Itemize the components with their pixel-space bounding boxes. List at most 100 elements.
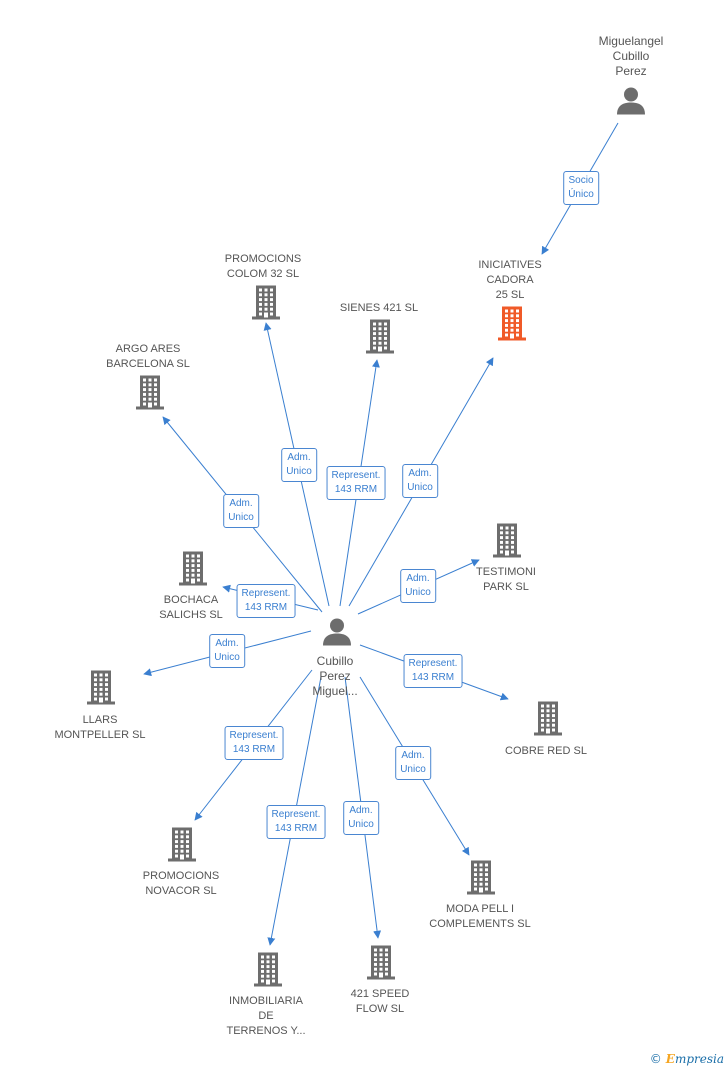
- edge-label[interactable]: Represent.143 RRM: [326, 466, 386, 500]
- edge-label-line: Adm.: [215, 638, 239, 649]
- node-label-line: ARGO ARES: [115, 343, 181, 355]
- node-label-line: INMOBILIARIA: [229, 995, 303, 1007]
- node-label-line: Cubillo: [612, 49, 650, 63]
- edge-label-line: Represent.: [241, 588, 291, 599]
- building-icon: [367, 945, 395, 980]
- empresia-logo[interactable]: ©Empresia: [650, 1052, 724, 1066]
- edge-label[interactable]: Adm.Unico: [402, 464, 438, 498]
- edge-label-line: Unico: [214, 652, 240, 663]
- node-label[interactable]: PROMOCIONS NOVACOR SL: [143, 869, 219, 899]
- node-label-line: CADORA: [486, 274, 534, 286]
- node-label-line: PARK SL: [483, 581, 529, 593]
- edge-label-line: Unico: [286, 466, 312, 477]
- node-label-line: TESTIMONI: [476, 566, 536, 578]
- edge-label-line: Adm.: [349, 805, 373, 816]
- node-label[interactable]: ARGO ARES BARCELONA SL: [106, 342, 190, 372]
- edge-label[interactable]: Represent. 143 RRM: [224, 726, 284, 760]
- node-label-line: Perez: [319, 669, 351, 683]
- edge-label-line: Unico: [407, 482, 433, 493]
- node-inmobiliaria[interactable]: [252, 952, 284, 993]
- person-icon: [617, 87, 645, 115]
- building-icon: [179, 551, 207, 586]
- edge-label[interactable]: Adm. Unico: [209, 634, 245, 668]
- node-label-line: COLOM 32 SL: [226, 268, 300, 280]
- edge-label[interactable]: Adm. Unico: [223, 494, 259, 528]
- node-label-line: Miguel...: [312, 684, 358, 698]
- edge-label-line: Adm.: [229, 498, 253, 509]
- node-iniciatives[interactable]: [496, 306, 528, 347]
- node-label[interactable]: SIENES 421 SL: [340, 301, 418, 316]
- node-label-line: COBRE RED SL: [505, 745, 587, 757]
- node-label-line: NOVACOR SL: [145, 885, 217, 897]
- edge-label-line: Adm.: [401, 750, 425, 761]
- node-label[interactable]: COBRE RED SL: [505, 744, 587, 759]
- edge-label-line: 143 RRM: [232, 744, 276, 755]
- edge-label-line: Represent.: [408, 658, 458, 669]
- edge-label-line: Unico: [228, 512, 254, 523]
- building-icon: [493, 523, 521, 558]
- node-label-line: BARCELONA SL: [106, 358, 190, 370]
- edge-label-line: Socio: [568, 175, 594, 186]
- node-novacor[interactable]: [166, 827, 198, 868]
- node-label-line: FLOW SL: [355, 1003, 405, 1015]
- edge-label-line: Represent.: [229, 730, 279, 741]
- building-icon: [254, 952, 282, 987]
- node-label-line: PROMOCIONS: [142, 870, 220, 882]
- node-promocions-colom[interactable]: [250, 285, 282, 326]
- edge-label[interactable]: Adm. Unico: [343, 801, 379, 835]
- copyright-icon: ©: [649, 1052, 662, 1066]
- node-label-line: SALICHS SL: [159, 609, 223, 621]
- node-label[interactable]: INMOBILIARIA DE TERRENOS Y...: [226, 994, 305, 1039]
- building-icon: [136, 375, 164, 410]
- node-label-line: Cubillo: [316, 654, 354, 668]
- building-icon: [168, 827, 196, 862]
- node-miguelangel[interactable]: [616, 86, 646, 121]
- edge-label-line: 143 RRM: [411, 672, 455, 683]
- node-bochaca[interactable]: [177, 551, 209, 592]
- edge-label[interactable]: Adm. Unico: [400, 569, 436, 603]
- person-icon: [323, 618, 351, 646]
- node-label-line: Miguelangel: [598, 34, 664, 48]
- edge-label[interactable]: Represent. 143 RRM: [403, 654, 463, 688]
- node-label[interactable]: TESTIMONI PARK SL: [476, 565, 536, 595]
- edge-label-line: Unico: [348, 819, 374, 830]
- edge-label-line: Adm.: [406, 573, 430, 584]
- node-moda[interactable]: [465, 860, 497, 901]
- building-icon: [534, 701, 562, 736]
- edge-label-line: 143 RRM: [274, 823, 318, 834]
- edge-label[interactable]: Adm.Unico: [395, 746, 431, 780]
- edge-label[interactable]: Represent. 143 RRM: [266, 805, 326, 839]
- edge-label-line: Represent.: [271, 809, 321, 820]
- node-label-line: TERRENOS Y...: [226, 1025, 306, 1037]
- node-label-line: DE: [258, 1010, 274, 1022]
- node-sienes[interactable]: [364, 319, 396, 360]
- node-label-line: 25 SL: [495, 289, 525, 301]
- node-cubillo[interactable]: [322, 617, 352, 652]
- building-icon: [87, 670, 115, 705]
- edge-label-line: Único: [568, 189, 594, 200]
- edge-label[interactable]: Adm.Unico: [281, 448, 317, 482]
- brand-initial: E: [665, 1052, 675, 1066]
- node-llars[interactable]: [85, 670, 117, 711]
- edge-label-line: Unico: [405, 587, 431, 598]
- node-speed[interactable]: [365, 945, 397, 986]
- edge-label[interactable]: Represent.143 RRM: [236, 584, 296, 618]
- node-testimoni[interactable]: [491, 523, 523, 564]
- brand-name: mpresia: [674, 1052, 724, 1066]
- node-cobre[interactable]: [532, 701, 564, 742]
- node-label-line: SIENES 421 SL: [339, 302, 419, 314]
- node-argo[interactable]: [134, 375, 166, 416]
- building-icon: [467, 860, 495, 895]
- node-label-line: MODA PELL I: [445, 903, 515, 915]
- edge-label-line: Represent.: [331, 470, 381, 481]
